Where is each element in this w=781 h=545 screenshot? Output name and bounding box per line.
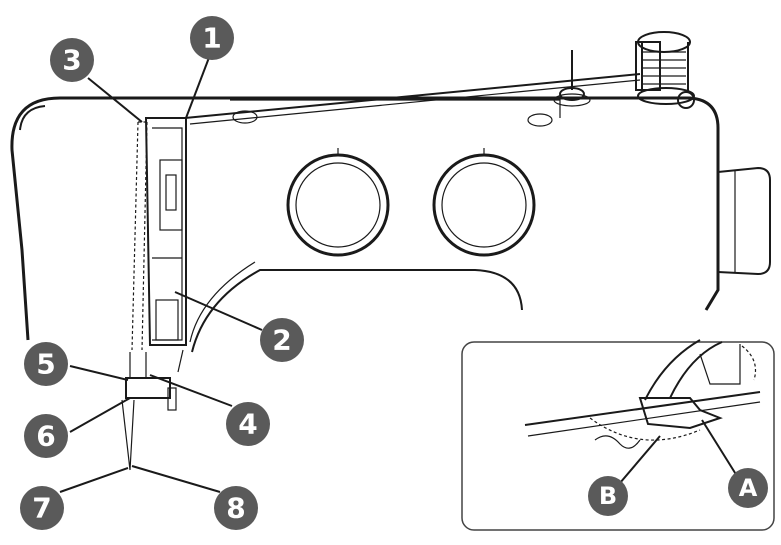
callout-4-label: 4 bbox=[238, 408, 257, 441]
callout-3: 3 bbox=[50, 38, 94, 82]
callout-1: 1 bbox=[190, 16, 234, 60]
machine-body bbox=[10, 31, 771, 471]
callout-4: 4 bbox=[226, 402, 270, 446]
callout-2: 2 bbox=[260, 318, 304, 362]
callout-b-label: B bbox=[599, 482, 617, 510]
callout-7-label: 7 bbox=[32, 492, 51, 525]
callout-6-label: 6 bbox=[36, 420, 55, 453]
stitch-dial-right[interactable] bbox=[432, 148, 536, 257]
leader-lines bbox=[59, 54, 263, 493]
inset-needle-threader-detail bbox=[461, 339, 775, 531]
callout-a-label: A bbox=[739, 474, 758, 502]
callout-6: 6 bbox=[24, 414, 68, 458]
callout-1-label: 1 bbox=[202, 22, 221, 55]
callout-5-label: 5 bbox=[36, 348, 55, 381]
stitch-dial-left[interactable] bbox=[286, 148, 390, 257]
callout-2-label: 2 bbox=[272, 324, 291, 357]
callout-5: 5 bbox=[24, 342, 68, 386]
callout-b: B bbox=[588, 476, 628, 516]
callout-8: 8 bbox=[214, 486, 258, 530]
callout-3-label: 3 bbox=[62, 44, 81, 77]
callout-7: 7 bbox=[20, 486, 64, 530]
callout-8-label: 8 bbox=[226, 492, 245, 525]
callout-a: A bbox=[728, 468, 768, 508]
